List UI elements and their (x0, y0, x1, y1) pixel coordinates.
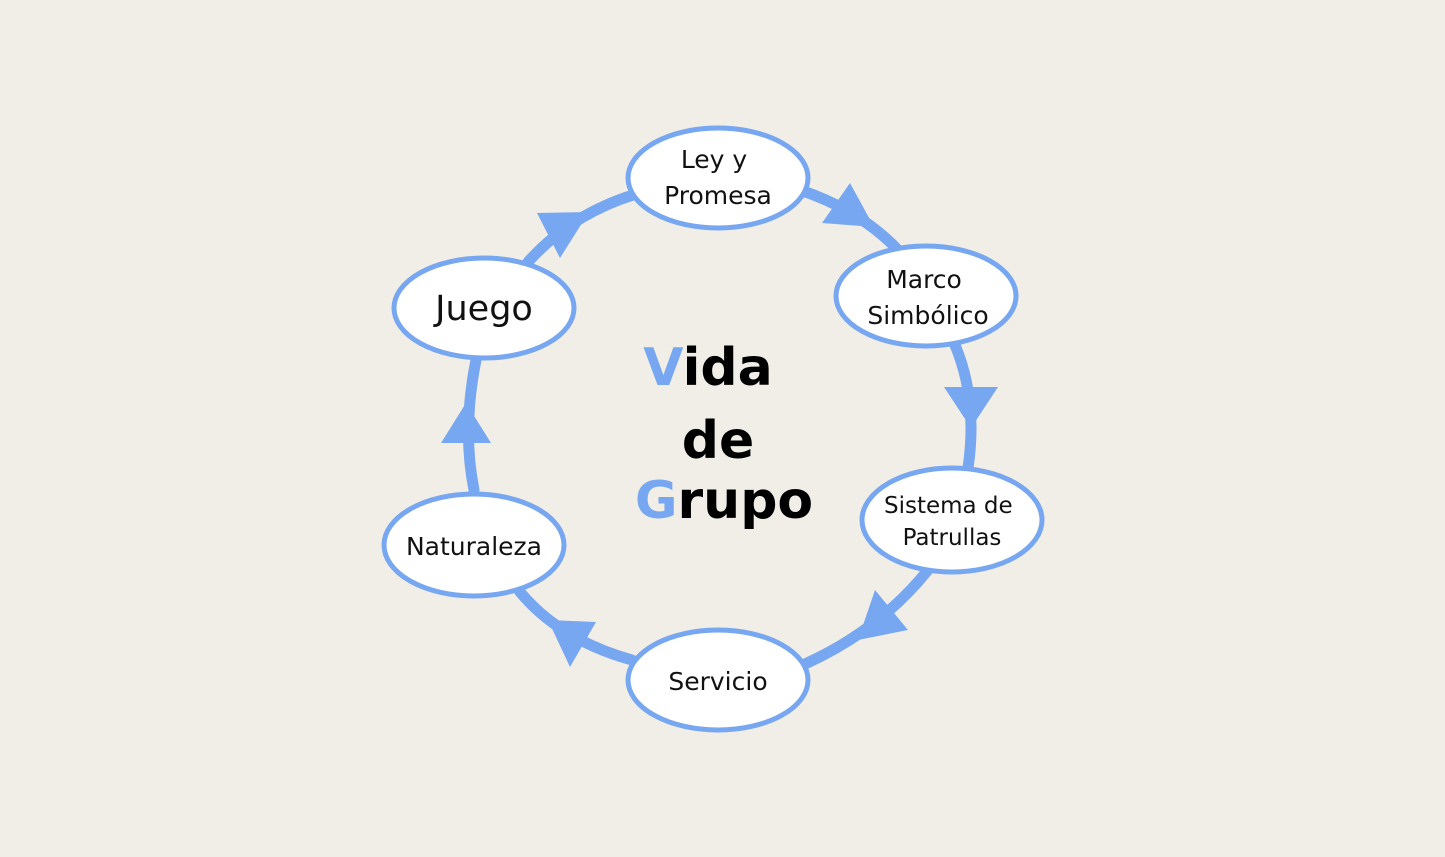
node-ellipse (381, 491, 567, 599)
arrow-naturaleza-to-juego-icon (441, 403, 491, 443)
node-label: Marco Simbólico (867, 265, 988, 330)
node-label-line: Juego (433, 289, 533, 329)
node-label-line: Naturaleza (406, 532, 542, 561)
center-title-word: de (682, 411, 755, 471)
center-title-line-3: Grupo (635, 471, 813, 531)
node-label: Sistema de Patrullas (884, 493, 1020, 551)
center-title-line-2: de (682, 411, 755, 471)
center-title-rest: rupo (678, 471, 814, 531)
node-ellipse (833, 243, 1019, 349)
arrow-juego-to-ley-icon (537, 212, 589, 258)
center-title-line-1: Vida (643, 338, 772, 398)
node-ellipse (391, 255, 577, 361)
node-ley-y-promesa: Ley y Promesa (625, 125, 811, 231)
node-ellipse (625, 627, 811, 733)
node-label: Naturaleza (406, 532, 542, 561)
node-label-line: Sistema de (884, 493, 1013, 519)
center-title-accent-letter: V (643, 338, 683, 398)
node-label-line: Servicio (668, 667, 767, 696)
node-label-line: Simbólico (867, 301, 988, 330)
center-title-accent-letter: G (635, 471, 678, 531)
arrow-ley-to-marco-icon (822, 183, 874, 227)
node-label-line: Ley y (681, 145, 748, 174)
arrow-servicio-to-naturaleza-icon (548, 620, 596, 667)
node-label-line: Marco (886, 265, 962, 294)
center-title-rest: ida (683, 338, 773, 398)
node-label-line: Promesa (664, 181, 772, 210)
node-label: Ley y Promesa (664, 145, 772, 210)
arrow-sistema-to-servicio-icon (858, 590, 908, 640)
node-sistema-de-patrullas: Sistema de Patrullas (859, 465, 1045, 575)
node-ellipse (625, 125, 811, 231)
node-ellipse (859, 465, 1045, 575)
connector-juego-to-ley (522, 189, 639, 268)
node-label: Juego (433, 289, 533, 329)
node-naturaleza: Naturaleza (381, 491, 567, 599)
arrow-marco-to-sistema-icon (944, 387, 998, 428)
node-label: Servicio (668, 667, 767, 696)
center-title: Vida de Grupo (635, 338, 813, 531)
node-marco-simbolico: Marco Simbólico (833, 243, 1019, 349)
node-label-line: Patrullas (903, 525, 1002, 551)
node-juego: Juego (391, 255, 577, 361)
cycle-arrowheads (441, 183, 998, 667)
node-servicio: Servicio (625, 627, 811, 733)
